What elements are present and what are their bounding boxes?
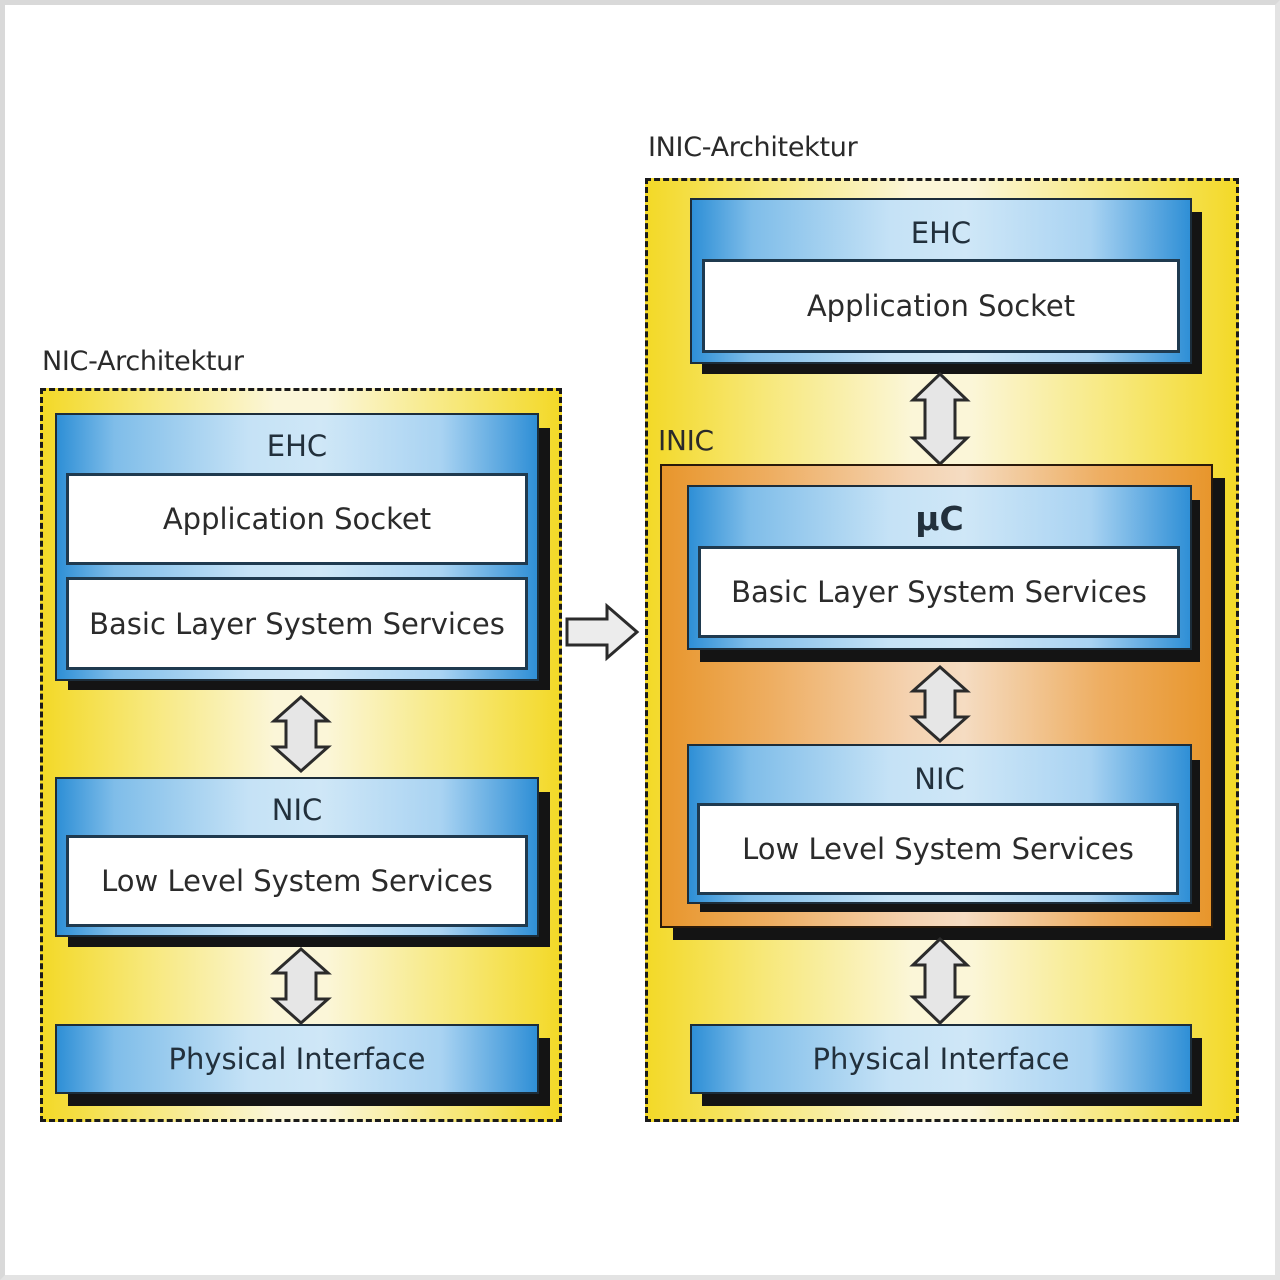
physical-interface-box: Physical Interface [690,1024,1192,1094]
double-arrow-icon [270,946,332,1026]
application-socket-box: Application Socket [702,259,1180,353]
application-socket-box: Application Socket [66,473,528,565]
right-arrow-icon [565,602,640,662]
ehc-label: EHC [266,429,328,463]
inic-label: INIC [658,424,714,457]
double-arrow-icon [270,694,332,774]
nic-label: NIC [914,762,965,796]
inic-architecture-title: INIC-Architektur [648,132,858,163]
physical-interface-box: Physical Interface [55,1024,539,1094]
double-arrow-icon [909,936,971,1026]
low-level-services-box: Low Level System Services [697,803,1179,895]
double-arrow-icon [909,664,971,744]
basic-layer-box: Basic Layer System Services [66,577,528,670]
ehc-label: EHC [910,216,972,250]
basic-layer-box: Basic Layer System Services [698,546,1180,638]
low-level-services-box: Low Level System Services [66,835,528,927]
nic-architecture-title: NIC-Architektur [42,346,244,377]
double-arrow-icon [909,371,971,467]
uc-label: µC [915,499,964,538]
nic-label: NIC [271,793,323,827]
